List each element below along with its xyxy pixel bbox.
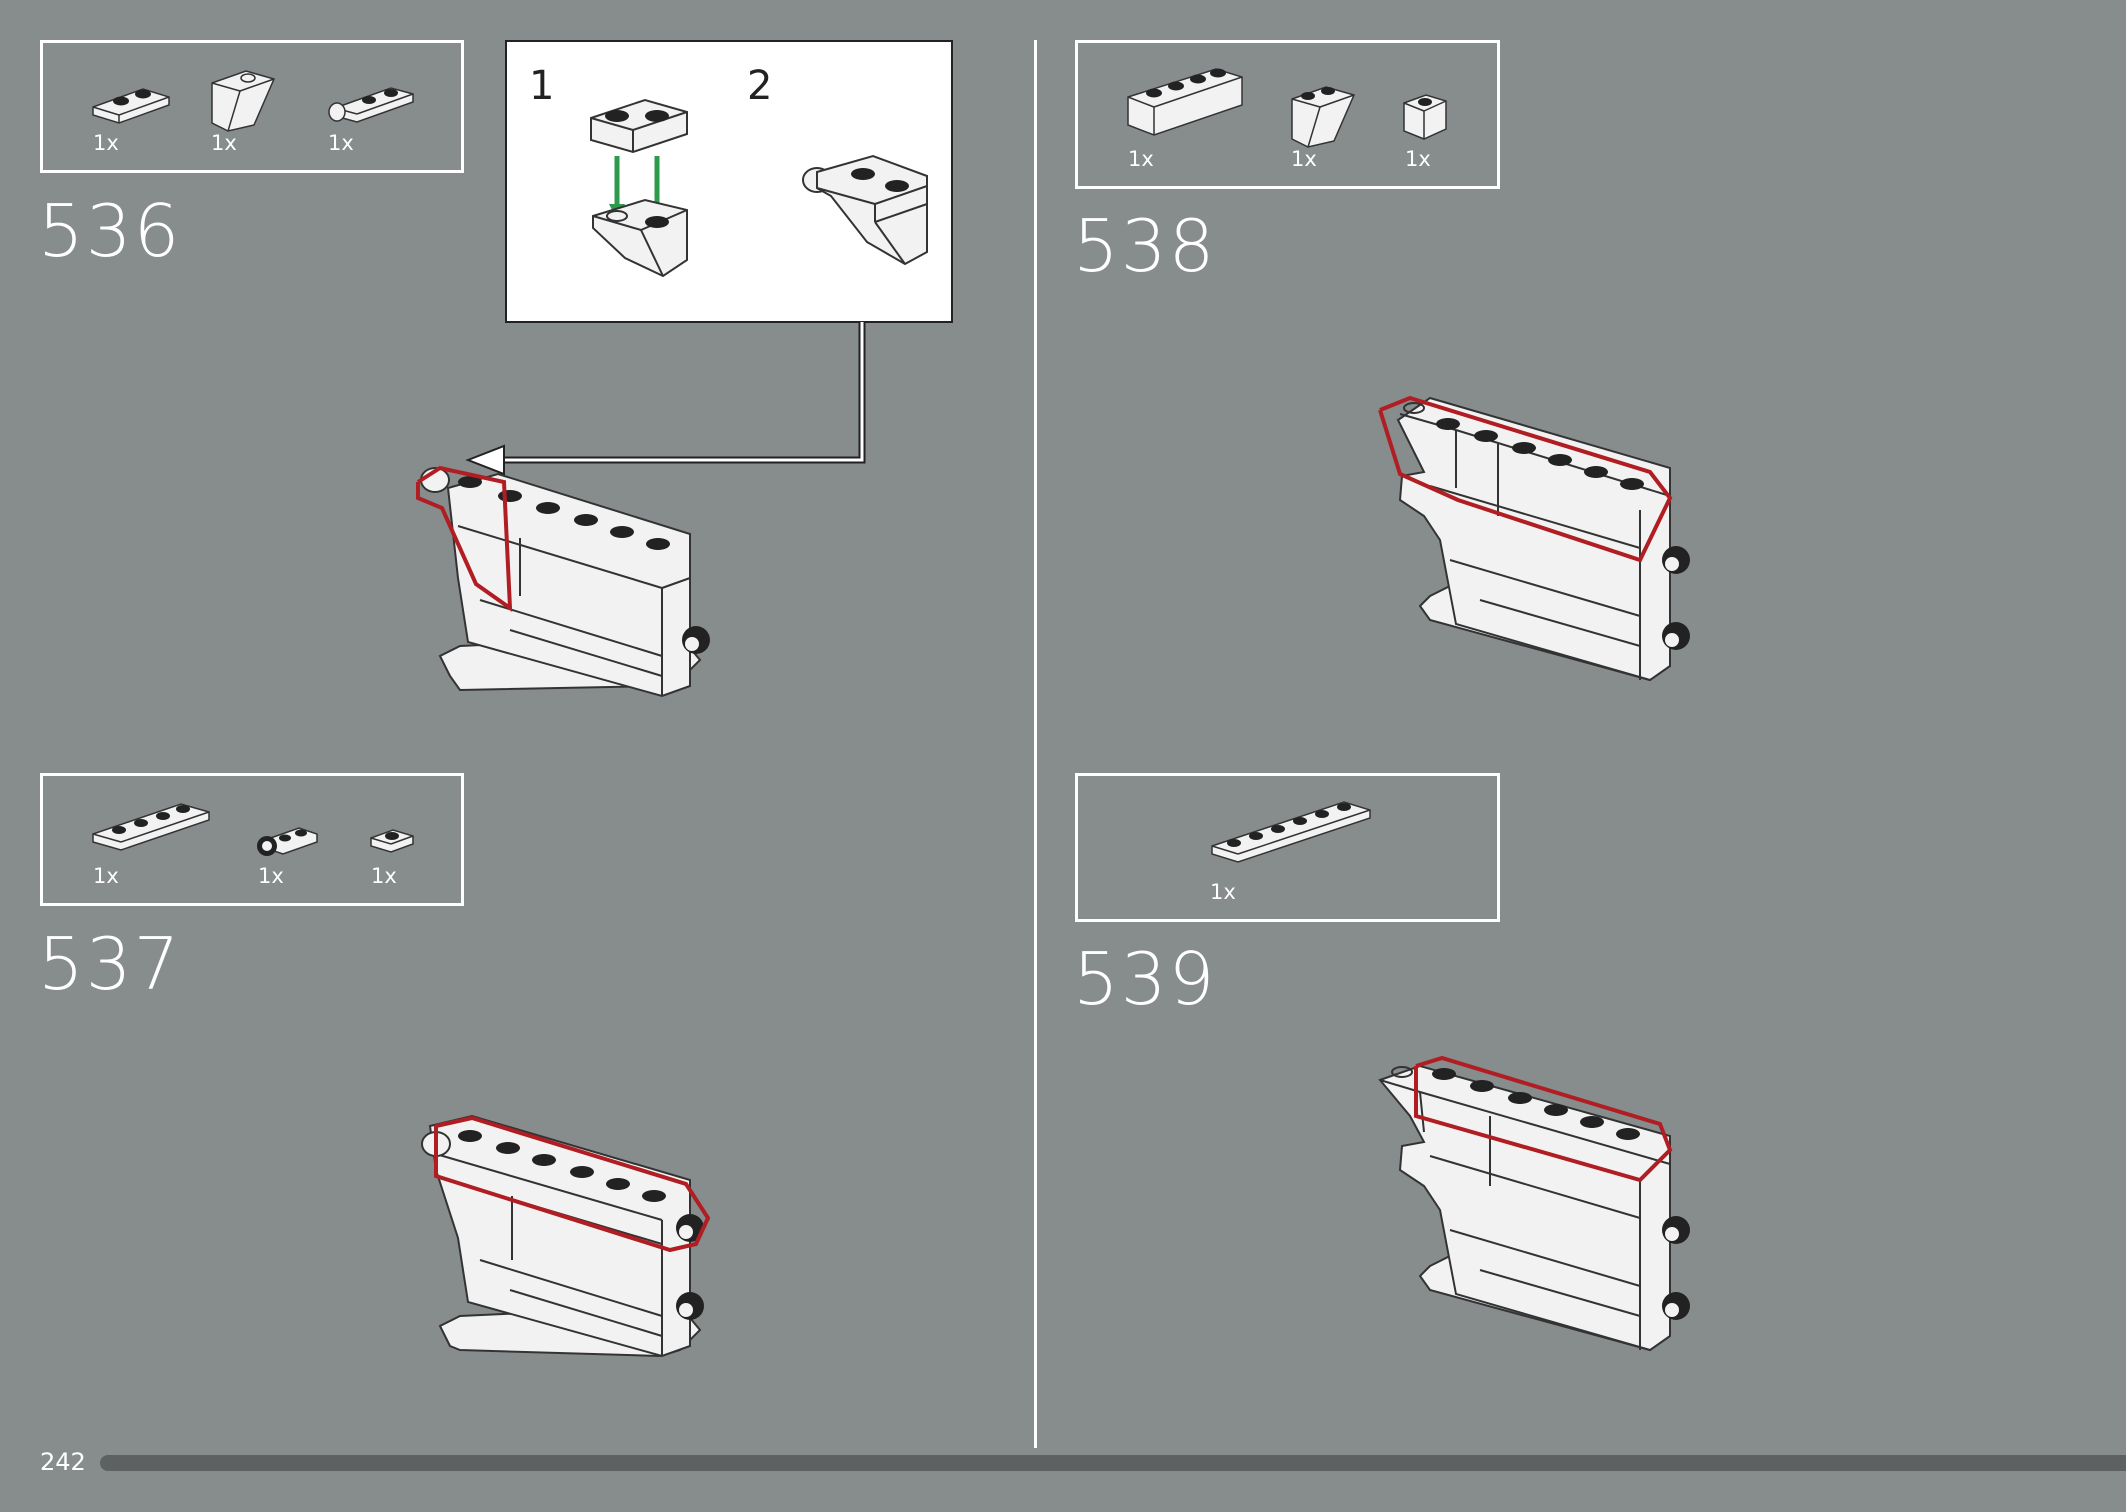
sub-step-label: 1 [529,63,555,109]
step-number: 537 [38,922,182,1006]
progress-fill [100,1455,2126,1471]
model-step-539 [1378,1055,1690,1352]
model-step-537 [421,1114,711,1358]
plate-with-clip-icon [328,87,414,123]
model-step-536 [416,465,710,698]
qty-label: 1x [258,864,284,888]
slope-brick-icon [1291,86,1356,148]
brick-1x1-icon [1403,94,1447,140]
step-number: 536 [38,189,182,273]
sub-step-label: 2 [747,63,773,109]
parts-list-539: 1x [1075,773,1500,922]
step-number: 539 [1073,937,1217,1021]
qty-label: 1x [1210,880,1236,904]
page-divider [1034,40,1037,1448]
plate-1x2-icon [92,88,170,124]
qty-label: 1x [93,864,119,888]
sub-assembly-panel: 1 2 [505,40,953,323]
progress-bar [100,1455,2126,1471]
plate-1x6-icon [1211,801,1371,863]
model-step-538 [1378,395,1690,682]
qty-label: 1x [1128,147,1154,171]
qty-label: 1x [328,131,354,155]
page-number: 242 [40,1448,86,1476]
qty-label: 1x [211,131,237,155]
slope-brick-icon [211,70,276,132]
plate-1x1-icon [370,829,414,853]
qty-label: 1x [1405,147,1431,171]
plate-with-ring-icon [257,827,318,856]
qty-label: 1x [371,864,397,888]
parts-list-536: 1x 1x 1x [40,40,464,173]
sub-step-2-illustration [802,154,928,266]
plate-1x4-icon [92,803,210,851]
parts-list-538: 1x 1x 1x [1075,40,1500,189]
brick-1x4-icon [1127,68,1243,136]
qty-label: 1x [93,131,119,155]
qty-label: 1x [1291,147,1317,171]
parts-list-537: 1x 1x 1x [40,773,464,906]
callout-connector [465,322,866,476]
sub-step-1-illustration [590,98,688,278]
step-number: 538 [1073,204,1217,288]
